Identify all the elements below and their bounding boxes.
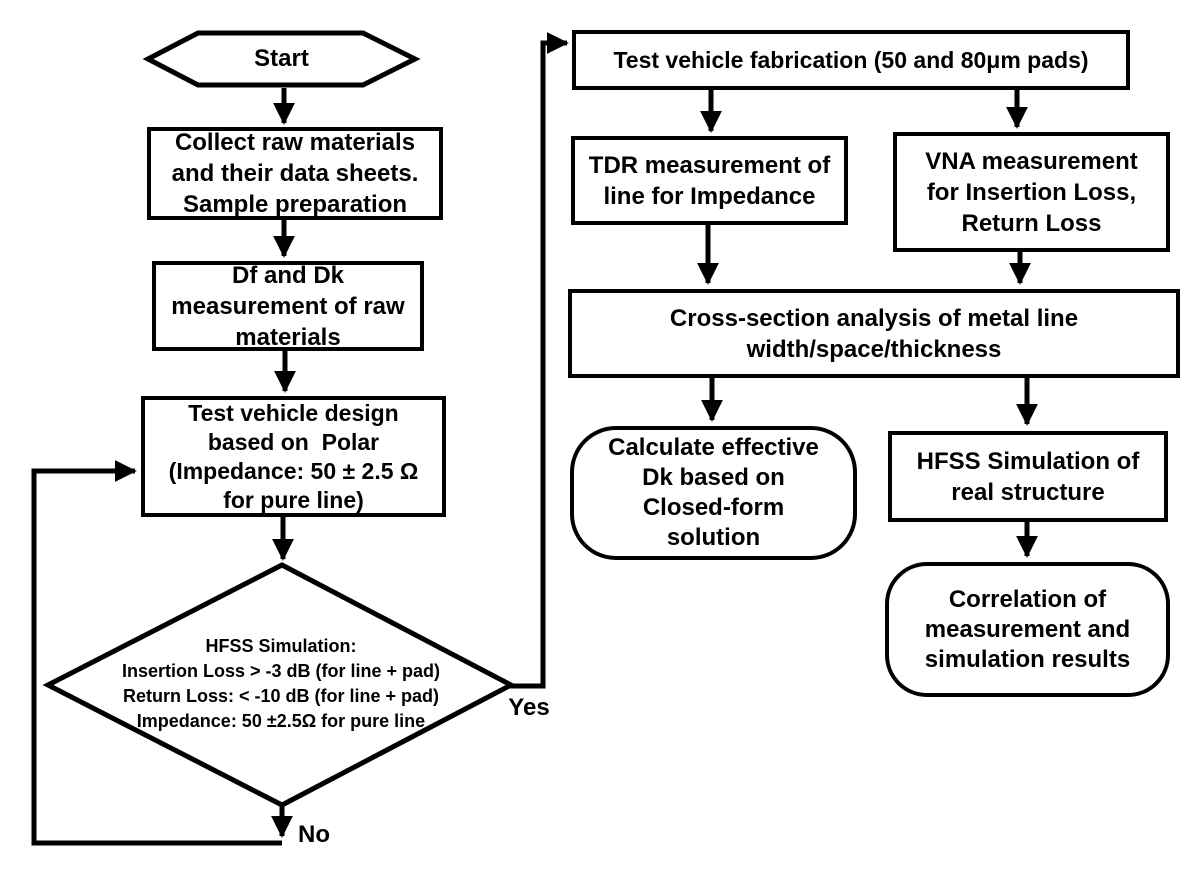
hfss-simulation-decision-node: HFSS Simulation: Insertion Loss > -3 dB … — [121, 636, 441, 731]
start-node: Start — [254, 45, 309, 72]
edge-decision-yes-to-fabrication — [509, 31, 569, 689]
start-hexagon-shape — [142, 30, 421, 88]
calculate-effective-dk-node: Calculate effective Dk based on Closed-f… — [570, 426, 857, 560]
collect-materials-node: Collect raw materials and their data she… — [147, 127, 443, 220]
edge-no-loop-to-design — [31, 459, 282, 846]
hfss-simulation-real-structure-node: HFSS Simulation of real structure — [888, 431, 1168, 522]
yes-label: Yes — [508, 694, 550, 721]
tdr-measurement-node: TDR measurement of line for Impedance — [571, 136, 848, 225]
test-vehicle-fabrication-node: Test vehicle fabrication (50 and 80μm pa… — [572, 30, 1130, 90]
cross-section-analysis-node: Cross-section analysis of metal line wid… — [568, 289, 1180, 378]
test-vehicle-design-node: Test vehicle design based on Polar (Impe… — [141, 396, 446, 517]
df-dk-measurement-node: Df and Dk measurement of raw materials — [152, 261, 424, 351]
vna-measurement-node: VNA measurement for Insertion Loss, Retu… — [893, 132, 1170, 252]
correlation-results-node: Correlation of measurement and simulatio… — [885, 562, 1170, 697]
no-label: No — [298, 821, 330, 848]
